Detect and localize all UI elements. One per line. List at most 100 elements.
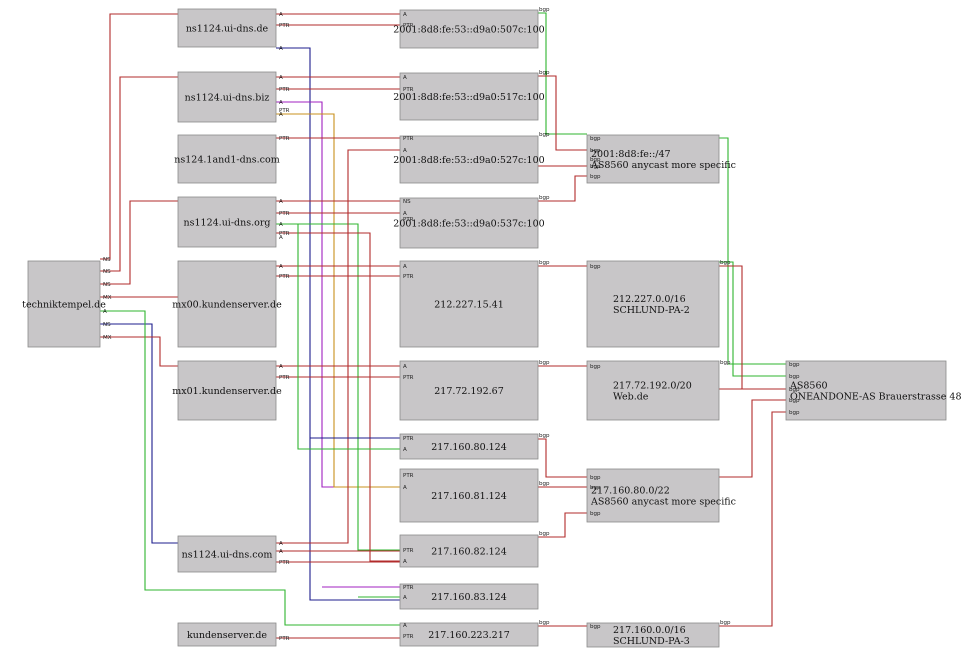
edge-ns-org-to-ip-82	[276, 223, 400, 551]
node-box	[399, 433, 539, 460]
port-label: A	[403, 623, 407, 629]
node-box	[177, 260, 277, 348]
node-label: 212.227.15.41	[434, 300, 504, 311]
port-label: A	[279, 112, 283, 118]
node-label: ns1124.ui-dns.com	[182, 550, 273, 561]
node-label: mx01.kundenserver.de	[172, 386, 282, 397]
port-label: bgp	[590, 485, 601, 491]
node-label: ONEANDONE-AS Brauerstrasse 48	[790, 392, 961, 403]
port-label: A	[279, 46, 283, 52]
port-label: A	[403, 595, 407, 601]
port-label: bgp	[539, 195, 550, 201]
edge-ip6-517-to-p6	[538, 75, 587, 151]
node-box	[399, 9, 539, 49]
edge-technik-to-ip-223	[100, 310, 400, 626]
node-label: 217.160.81.124	[431, 491, 507, 502]
port-label: A	[279, 364, 283, 370]
port-label: A	[279, 12, 283, 18]
port-label: bgp	[789, 374, 800, 380]
port-label: bgp	[590, 174, 601, 180]
node-box	[399, 260, 539, 348]
edge-ns-biz-to-ip-81	[276, 113, 400, 488]
node-label: techniktempel.de	[22, 300, 106, 311]
node-label: mx00.kundenserver.de	[172, 300, 282, 311]
node-box	[586, 134, 720, 184]
node-box	[177, 71, 277, 123]
port-label: PTR	[403, 87, 414, 93]
port-label: A	[279, 222, 283, 228]
port-label: bgp	[539, 260, 550, 266]
port-label: A	[403, 485, 407, 491]
port-label: bgp	[539, 433, 550, 439]
port-label: PTR	[279, 23, 290, 29]
port-label: PTR	[403, 585, 414, 591]
port-label: A	[279, 100, 283, 106]
node-box	[399, 534, 539, 568]
port-label: bgp	[789, 387, 800, 393]
edge-ns-com-to-ip6-527	[276, 149, 400, 544]
node-label: ns1124.ui-dns.de	[186, 24, 269, 35]
edge-ns-biz-to-ip-81	[276, 101, 400, 488]
node-label: 2001:8d8:fe::/47	[591, 149, 671, 160]
node-box	[399, 622, 539, 647]
edge-p0-to-as	[719, 411, 786, 627]
port-label: A	[403, 12, 407, 18]
node-box	[399, 135, 539, 184]
port-label: PTR	[403, 136, 414, 142]
node-mx00[interactable]: mx00.kundenserver.de A PTR	[172, 260, 290, 348]
port-label: bgp	[590, 624, 601, 630]
port-label: A	[403, 447, 407, 453]
node-label: 2001:8d8:fe:53::d9a0:517c:100	[393, 92, 544, 103]
port-label: A	[403, 75, 407, 81]
port-label: A	[279, 549, 283, 555]
port-label: A	[279, 264, 283, 270]
port-label: PTR	[279, 211, 290, 217]
port-label: PTR	[279, 560, 290, 566]
port-label: A	[279, 199, 283, 205]
port-label: bgp	[539, 620, 550, 626]
node-label: kundenserver.de	[187, 630, 267, 641]
port-label: NS	[103, 269, 111, 275]
port-label: PTR	[403, 23, 414, 29]
port-label: PTR	[279, 231, 290, 237]
node-box	[586, 622, 720, 648]
port-label: A	[403, 559, 407, 565]
port-label: bgp	[539, 360, 550, 366]
node-label: AS8560 anycast more specific	[590, 160, 736, 171]
port-label: NS	[103, 322, 111, 328]
port-label: bgp	[539, 531, 550, 537]
edge-technik-to-ns-com	[100, 323, 178, 544]
port-label: A	[403, 148, 407, 154]
edge-technik-to-ns-de	[100, 13, 178, 260]
port-label: PTR	[279, 274, 290, 280]
port-label: PTR	[279, 636, 290, 642]
port-label: A	[103, 309, 107, 315]
node-box	[27, 260, 101, 348]
node-box	[177, 360, 277, 421]
